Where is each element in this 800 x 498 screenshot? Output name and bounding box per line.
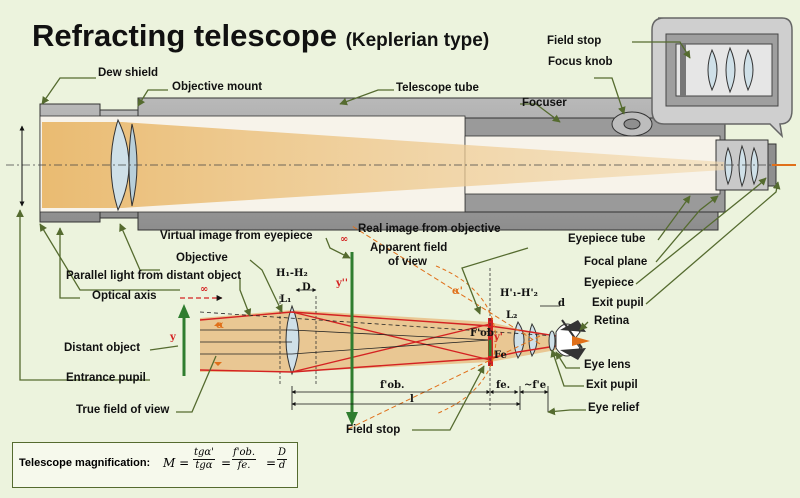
formula-label: Telescope magnification: — [19, 457, 151, 469]
label-dew-shield: Dew shield — [98, 67, 159, 79]
sym-h1h2-prime: H'₁-H'₂ — [500, 288, 538, 299]
label-field-stop-top: Field stop — [547, 35, 602, 47]
label-real-image: Real image from objective — [358, 223, 501, 235]
formula-num-3: D — [277, 447, 288, 460]
sym-infinity-1: ∞ — [200, 284, 209, 295]
sym-y-dbl: y'' — [336, 278, 348, 289]
sym-d-upper: D — [302, 282, 311, 293]
sym-l2: L₂ — [506, 310, 518, 321]
label-telescope-tube: Telescope tube — [396, 82, 479, 94]
formula-eq-1: = — [221, 456, 232, 470]
label-focal-plane: Focal plane — [584, 256, 648, 268]
label-objective: Objective — [176, 252, 228, 264]
formula-fraction-1: tgα' tgα — [193, 447, 215, 472]
label-retina: Retina — [594, 315, 630, 327]
label-field-stop-bottom: Field stop — [346, 424, 401, 436]
label-exit-pupil-2: Exit pupil — [586, 379, 638, 391]
formula-num-2: f'ob. — [232, 447, 257, 460]
label-apparent-field: Apparent field — [370, 242, 448, 254]
sym-y-prime: y' — [494, 332, 503, 343]
light-cone — [42, 122, 724, 208]
zoom-callout — [651, 17, 793, 139]
objective-lens-l1 — [285, 304, 300, 376]
magnification-formula-box: Telescope magnification: M = tgα' tgα = … — [12, 442, 298, 488]
label-distant-object: Distant object — [64, 342, 141, 354]
formula-fraction-2: f'ob. fe. — [232, 447, 257, 472]
sym-fe: Fe — [494, 350, 507, 361]
formula-den-1: tgα — [195, 460, 213, 471]
label-focuser: Focuser — [522, 97, 567, 109]
sym-y: y — [170, 332, 176, 343]
sym-f-e-prime: ~f'e — [524, 380, 547, 391]
formula-m: M = — [163, 456, 190, 470]
label-focus-knob: Focus knob — [548, 56, 613, 68]
label-eyepiece: Eyepiece — [584, 277, 634, 289]
label-optical-axis: Optical axis — [92, 290, 157, 302]
formula-num-1: tgα' — [193, 447, 215, 460]
sym-f-e: fe. — [496, 380, 511, 391]
eyepiece-lenses — [724, 144, 759, 188]
sym-l1: L₁ — [280, 294, 292, 305]
label-entrance-pupil: Entrance pupil — [66, 372, 146, 384]
sym-d-lower: d — [558, 298, 565, 309]
label-virtual-image: Virtual image from eyepiece — [160, 230, 313, 242]
formula-fraction-3: D d — [277, 447, 288, 472]
sym-f-ob: f'ob. — [380, 380, 405, 391]
sym-h1h2: H₁-H₂ — [276, 268, 308, 279]
label-eye-relief: Eye relief — [588, 402, 640, 414]
label-true-field: True field of view — [76, 404, 170, 416]
formula-den-2: fe. — [237, 460, 251, 471]
sym-l: l — [410, 394, 414, 405]
formula-den-3: d — [278, 460, 286, 471]
label-eyepiece-tube: Eyepiece tube — [568, 233, 646, 245]
page-title: Refracting telescope (Keplerian type) — [32, 18, 490, 53]
formula-eq-2: = — [266, 456, 277, 470]
sym-fob: F'ob — [470, 328, 494, 339]
sym-alpha: α — [216, 320, 224, 331]
sym-alpha-prime: α' — [452, 286, 463, 297]
label-exit-pupil-1: Exit pupil — [592, 297, 644, 309]
label-parallel-light: Parallel light from distant object — [66, 270, 242, 282]
label-objective-mount: Objective mount — [172, 81, 263, 93]
label-apparent-field-2: of view — [388, 256, 427, 268]
sym-infinity-2: ∞ — [340, 234, 349, 245]
label-eye-lens: Eye lens — [584, 359, 631, 371]
